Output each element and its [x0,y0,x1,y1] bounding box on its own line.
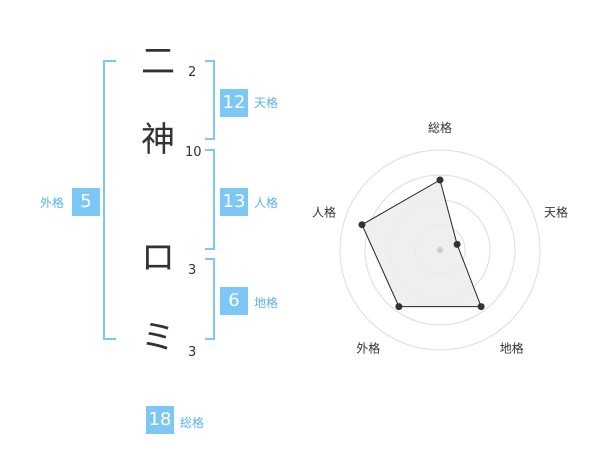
radar-point-1 [436,176,444,184]
radar-series-area [361,179,482,308]
stroke-count-3: 3 [188,263,197,278]
stroke-count-4: 3 [188,345,197,360]
radar-axis-label-3: 地格 [500,341,524,356]
chikaku-bracket [205,258,215,340]
name-char-3: ロ [141,238,175,278]
name-char-1: 二 [141,42,175,82]
name-char-2: 神 [141,120,175,160]
radar-point-5 [358,221,366,229]
tenkaku-value-badge: 12 [220,89,248,117]
radar-ring [339,149,541,351]
gaikaku-label: 外格 [40,196,65,210]
name-char-4: ミ [141,318,175,358]
stroke-count-2: 10 [185,145,202,160]
gaikaku-bracket [103,60,116,340]
radar-point-2 [453,240,461,248]
gaikaku-value-badge: 5 [72,188,100,216]
radar-point-3 [477,303,485,311]
tenkaku-label: 天格 [254,96,279,110]
radar-center-dot [437,247,443,253]
soukaku-label: 総格 [180,416,205,430]
soukaku-value-badge: 18 [146,406,174,434]
radar-ring [364,174,516,326]
chikaku-label: 地格 [254,296,279,310]
jinkaku-label: 人格 [254,196,279,210]
radar-point-4 [395,303,403,311]
tenkaku-bracket [205,60,215,140]
jinkaku-bracket [205,149,215,250]
radar-axis-label-2: 天格 [544,204,568,219]
chikaku-value-badge: 6 [220,287,248,315]
radar-axis-label-4: 外格 [356,341,380,356]
radar-axis-label-5: 人格 [312,204,336,219]
stroke-count-1: 2 [188,65,197,80]
jinkaku-value-badge: 13 [220,188,248,216]
radar-axis-label-1: 総格 [428,120,452,135]
